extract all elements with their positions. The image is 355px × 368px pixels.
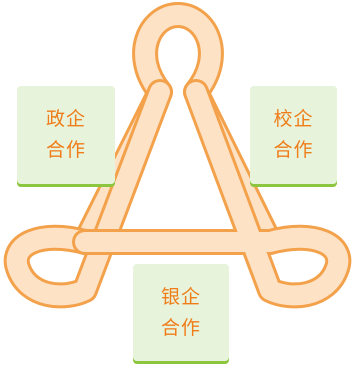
gov-enterprise-label-line2: 合作 [45, 139, 86, 161]
gov-enterprise-label-line1: 政企 [45, 108, 86, 130]
bank-enterprise-label-line1: 银企 [160, 285, 201, 308]
school-enterprise-label-line2: 合作 [273, 139, 314, 161]
school-enterprise-card: 校企 合作 [250, 86, 337, 184]
right-loop [72, 79, 352, 309]
bank-enterprise-label-line2: 合作 [160, 316, 201, 339]
gov-enterprise-card: 政企 合作 [17, 86, 115, 184]
left-loop [3, 79, 283, 309]
top-loop [72, 2, 283, 255]
school-enterprise-label-line1: 校企 [273, 108, 314, 130]
bank-enterprise-card: 银企 合作 [133, 264, 229, 361]
